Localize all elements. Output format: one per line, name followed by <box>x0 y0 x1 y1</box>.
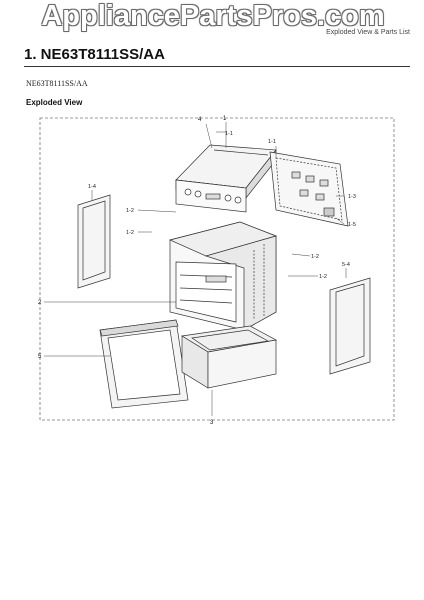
oven-door <box>99 319 189 409</box>
callout-1-5: 1-5 <box>348 222 356 228</box>
callout-1-1-top: 1-1 <box>225 131 233 137</box>
callout-3: 3 <box>210 420 214 426</box>
callout-1-2-lower-left: 1-2 <box>126 230 134 236</box>
right-side-panel <box>329 277 371 375</box>
title-rule <box>24 66 410 67</box>
callout-1-2-right-lower: 1-2 <box>319 274 327 280</box>
callout-5: 5 <box>38 354 42 360</box>
callout-1-3: 1-3 <box>348 194 356 200</box>
watermark: AppliancePartsPros.com <box>41 0 385 32</box>
left-side-panel <box>77 194 111 289</box>
callout-1-2-right-upper: 1-2 <box>311 254 319 260</box>
cooktop-panel <box>175 144 277 213</box>
callout-1: 1 <box>223 116 227 122</box>
callout-1-2-upper-left: 1-2 <box>126 208 134 214</box>
callout-4: 4 <box>198 117 202 123</box>
model-number: NE63T8111SS/AA <box>26 79 88 88</box>
callout-1-1-right: 1-1 <box>268 139 276 145</box>
callout-5-4: 5-4 <box>342 262 350 268</box>
back-panel <box>269 151 349 227</box>
diagram-frame <box>39 117 395 421</box>
page-title: 1. NE63T8111SS/AA <box>24 46 165 63</box>
storage-drawer <box>180 325 278 389</box>
callout-2: 2 <box>38 300 42 306</box>
section-heading: Exploded View <box>26 98 83 107</box>
header-caption: Exploded View & Parts List <box>326 29 410 36</box>
callout-1-4: 1-4 <box>88 184 96 190</box>
oven-cavity <box>168 221 278 331</box>
